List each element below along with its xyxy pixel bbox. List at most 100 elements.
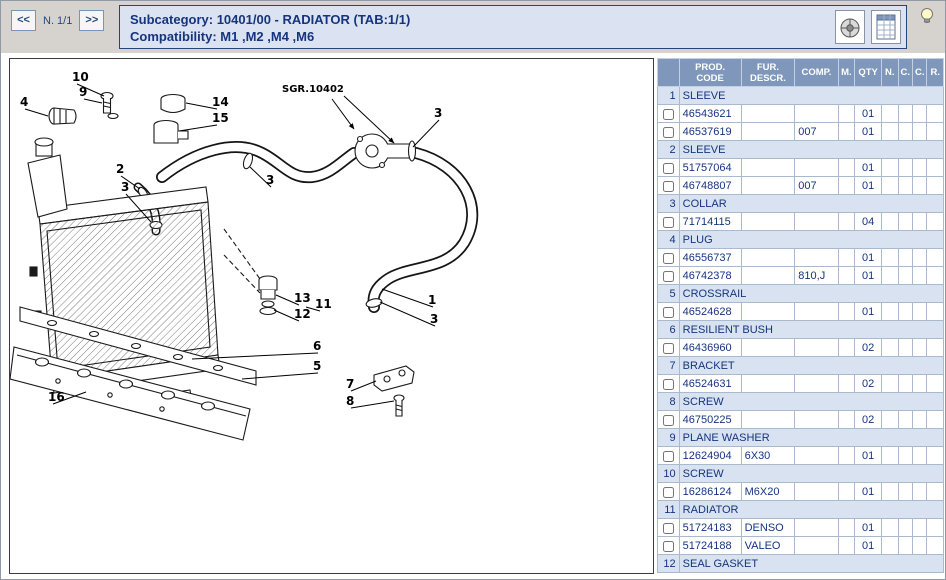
diagram-callout: 9 [79, 85, 87, 99]
callout-leader [52, 391, 87, 405]
cell-m [837, 410, 856, 429]
cell-c2 [911, 410, 928, 429]
checkbox-cell [657, 104, 680, 123]
cell-c1 [897, 374, 914, 393]
checkbox-cell [657, 158, 680, 177]
row-checkbox[interactable] [663, 541, 675, 552]
wheel-icon[interactable] [835, 10, 865, 44]
row-checkbox[interactable] [663, 253, 675, 264]
row-checkbox[interactable] [663, 217, 675, 228]
callout-leader [381, 288, 434, 308]
cell-comp [794, 158, 839, 177]
col-r: R. [926, 58, 944, 87]
cell-prod-code: 46436960 [678, 338, 742, 357]
cell-fur-descr [740, 410, 796, 429]
section-number: 9 [657, 428, 680, 447]
row-checkbox[interactable] [663, 343, 675, 354]
diagram-callout: 3 [430, 312, 438, 326]
row-checkbox[interactable] [663, 271, 675, 282]
lightbulb-icon[interactable] [918, 6, 936, 26]
cell-fur-descr [740, 212, 796, 231]
cell-r [926, 536, 944, 555]
row-checkbox[interactable] [663, 307, 675, 318]
cell-m [837, 158, 856, 177]
cell-prod-code: 51724183 [678, 518, 742, 537]
row-checkbox[interactable] [663, 109, 675, 120]
cell-comp [794, 410, 839, 429]
row-checkbox[interactable] [663, 379, 675, 390]
col-comp: COMP. [794, 58, 839, 87]
callout-leader [191, 352, 319, 360]
callout-leader [83, 98, 103, 104]
cell-fur-descr [740, 248, 796, 267]
row-checkbox[interactable] [663, 163, 675, 174]
cell-qty: 01 [854, 518, 883, 537]
section-label: SCREW [678, 464, 945, 483]
row-checkbox[interactable] [663, 487, 675, 498]
diagram-callout: 7 [346, 377, 354, 391]
cell-fur-descr [740, 122, 796, 141]
cell-c2 [911, 338, 928, 357]
cell-c2 [911, 248, 928, 267]
section-label: PLUG [678, 230, 945, 249]
prev-page-button[interactable]: << [11, 10, 36, 31]
row-checkbox[interactable] [663, 451, 675, 462]
section-number: 10 [657, 464, 680, 483]
cell-r [926, 104, 944, 123]
cell-c1 [897, 482, 914, 501]
cell-n [881, 104, 899, 123]
cell-qty: 01 [854, 122, 883, 141]
cell-comp [794, 248, 839, 267]
cell-r [926, 158, 944, 177]
cell-qty: 01 [854, 302, 883, 321]
row-checkbox[interactable] [663, 415, 675, 426]
section-number: 11 [657, 500, 680, 519]
cell-prod-code: 46543621 [678, 104, 742, 123]
section-label: PLANE WASHER [678, 428, 945, 447]
section-label: RESILIENT BUSH [678, 320, 945, 339]
cell-comp: 007 [794, 176, 839, 195]
cell-c2 [911, 176, 928, 195]
row-checkbox[interactable] [663, 523, 675, 534]
checkbox-cell [657, 248, 680, 267]
cell-prod-code: 16286124 [678, 482, 742, 501]
next-page-button[interactable]: >> [79, 10, 105, 31]
row-checkbox[interactable] [663, 181, 675, 192]
cell-n [881, 248, 899, 267]
row-checkbox[interactable] [663, 127, 675, 138]
cell-c2 [911, 446, 928, 465]
cell-n [881, 410, 899, 429]
section-number: 2 [657, 140, 680, 159]
cell-fur-descr [740, 374, 796, 393]
cell-r [926, 248, 944, 267]
table-icon[interactable] [871, 10, 901, 44]
diagram-callout: 4 [20, 95, 28, 109]
section-label: BRACKET [678, 356, 945, 375]
cell-fur-descr: VALEO [740, 536, 796, 555]
section-label: SLEEVE [678, 86, 945, 105]
cell-comp: 007 [794, 122, 839, 141]
wheel-icon-glyph [840, 18, 860, 38]
cell-c1 [897, 302, 914, 321]
cell-c2 [911, 518, 928, 537]
sgr-label: SGR.10402 [282, 84, 344, 95]
parts-panel: PROD. CODE FUR. DESCR. COMP. M. QTY N. C… [657, 58, 945, 579]
panel-icons [835, 10, 901, 44]
section-number: 12 [657, 554, 680, 573]
section-number: 8 [657, 392, 680, 411]
cell-m [837, 518, 856, 537]
callout-leader [273, 309, 300, 322]
